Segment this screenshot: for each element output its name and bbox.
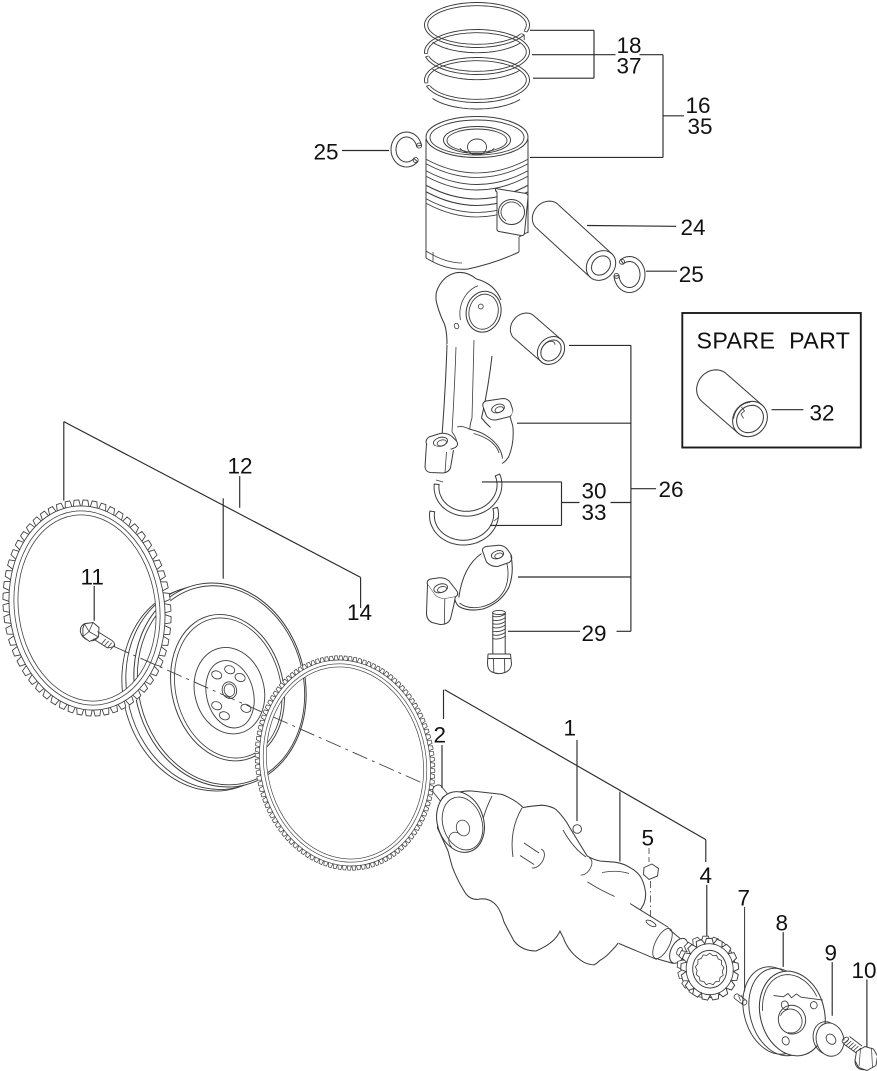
svg-text:25: 25 <box>679 262 704 287</box>
svg-text:11: 11 <box>81 564 104 589</box>
svg-text:18: 18 <box>617 33 642 58</box>
svg-text:9: 9 <box>825 941 838 966</box>
svg-text:2: 2 <box>434 723 447 748</box>
svg-text:12: 12 <box>228 453 253 478</box>
svg-text:5: 5 <box>642 825 655 850</box>
svg-text:29: 29 <box>582 621 607 646</box>
svg-text:32: 32 <box>810 400 835 425</box>
svg-text:16: 16 <box>686 93 711 118</box>
svg-text:7: 7 <box>738 885 751 910</box>
svg-text:26: 26 <box>659 477 684 502</box>
svg-text:14: 14 <box>347 600 372 625</box>
svg-text:4: 4 <box>700 863 713 888</box>
svg-text:8: 8 <box>776 911 789 936</box>
svg-text:33: 33 <box>582 500 607 525</box>
svg-text:SPARE PART: SPARE PART <box>697 327 851 353</box>
svg-text:30: 30 <box>582 479 607 504</box>
svg-text:10: 10 <box>852 958 877 983</box>
svg-text:35: 35 <box>688 114 713 139</box>
svg-text:25: 25 <box>314 140 339 165</box>
svg-text:37: 37 <box>617 54 642 79</box>
svg-text:24: 24 <box>681 215 706 240</box>
svg-text:1: 1 <box>564 715 577 740</box>
